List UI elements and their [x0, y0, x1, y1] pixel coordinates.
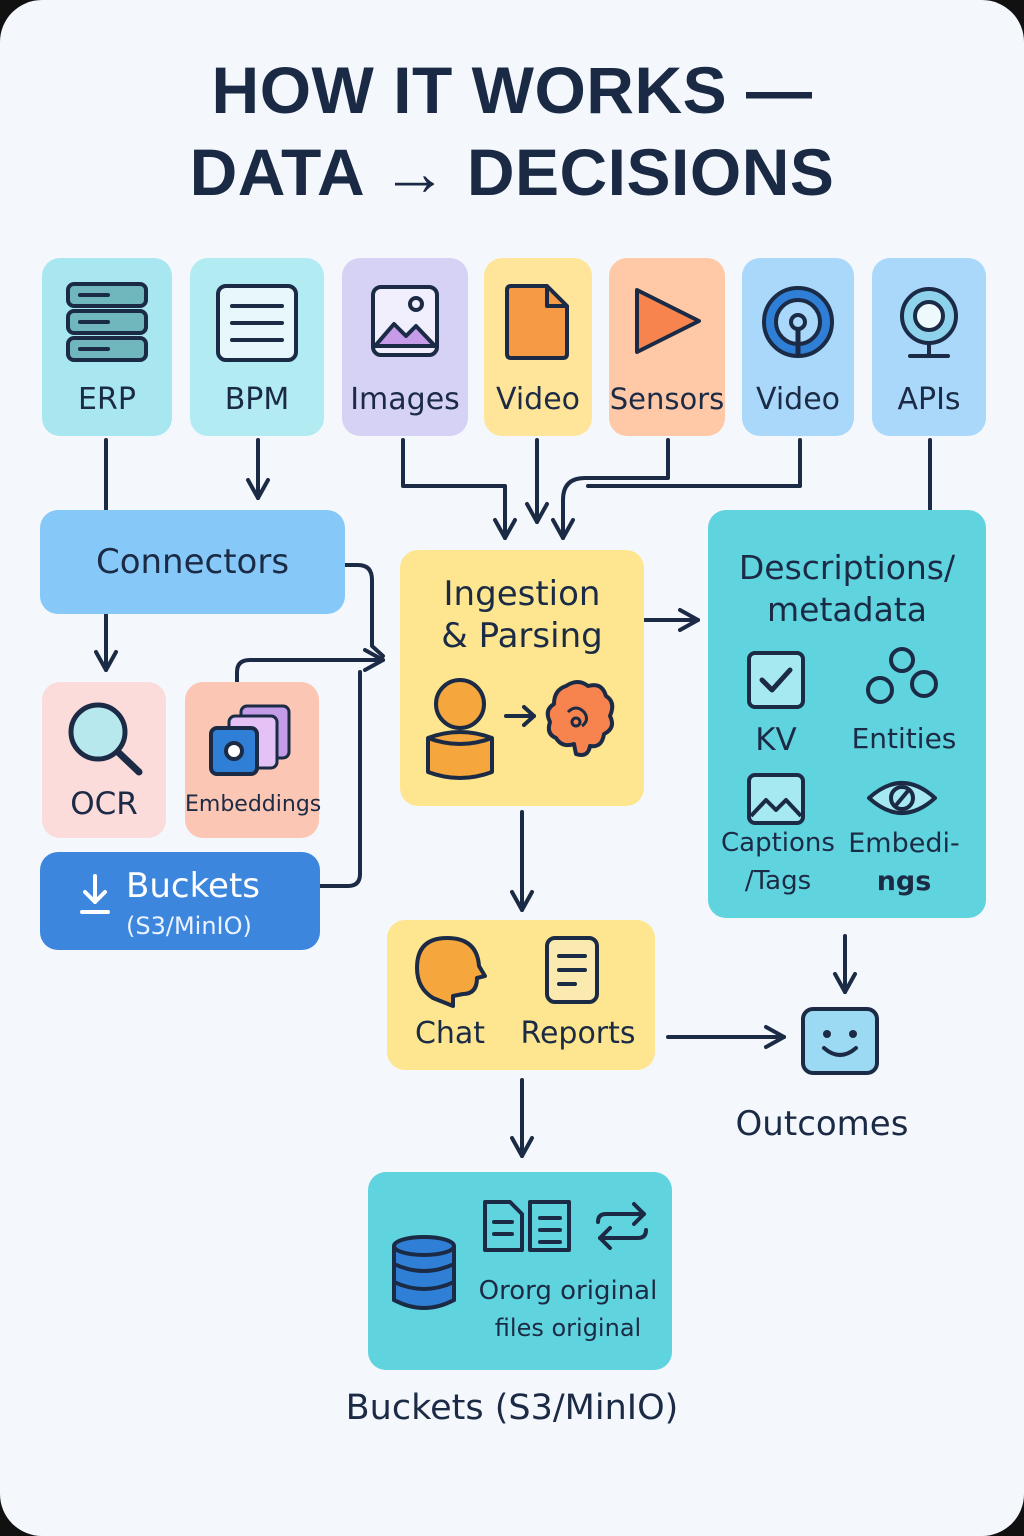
eye-icon: [867, 781, 937, 815]
storage-line-2: files original: [494, 1314, 642, 1342]
metadata-captions-line-1: Captions: [721, 828, 835, 858]
arrow-images-ingestion: [401, 438, 517, 540]
title-line-1: HOW IT WORKS —: [211, 53, 813, 127]
source-label: Video: [495, 382, 581, 417]
source-images[interactable]: Images: [342, 258, 468, 436]
ocr-box[interactable]: OCR: [42, 682, 166, 838]
brain-icon: [545, 680, 615, 757]
source-label: Images: [350, 382, 460, 417]
chat-label: Chat: [414, 1016, 486, 1051]
buckets-left-title: Buckets: [126, 866, 261, 906]
ingestion-line-2: & Parsing: [441, 616, 603, 656]
source-video[interactable]: Video: [484, 258, 592, 436]
metadata-captions-line-2: /Tags: [744, 866, 812, 896]
metadata-embeddings-line-2: ngs: [876, 866, 932, 897]
source-label: APIs: [897, 382, 961, 417]
checkbox-icon: [747, 651, 805, 709]
storage-box[interactable]: Ororg original files original: [368, 1172, 672, 1370]
source-bpm[interactable]: BPM: [190, 258, 324, 436]
arrow-buckets-ingestion: [318, 670, 362, 888]
target-icon: [762, 286, 834, 358]
metadata-embeddings-line-1: Embedi-: [848, 828, 960, 859]
embeddings-label: Embeddings: [185, 792, 322, 817]
connectors-box[interactable]: Connectors: [40, 510, 345, 614]
webcam-icon: [900, 287, 958, 358]
source-label: ERP: [78, 382, 136, 417]
chat-head-icon: [415, 936, 487, 1008]
image-icon: [371, 285, 439, 357]
ocr-label: OCR: [70, 786, 138, 822]
arrow-video2-ingestion: [586, 438, 802, 488]
source-label: Sensors: [609, 382, 725, 416]
source-label: Video: [755, 382, 841, 417]
arrow-right-icon: [504, 705, 536, 727]
report-icon: [545, 936, 599, 1004]
embeddings-box[interactable]: Embeddings: [185, 682, 322, 838]
metadata-kv-label: KV: [755, 722, 797, 758]
storage-line-1: Ororg original: [478, 1276, 658, 1306]
ingestion-line-1: Ingestion: [443, 574, 601, 614]
source-video-2[interactable]: Video: [742, 258, 854, 436]
image-frame-icon: [747, 773, 805, 825]
buckets-bottom-label: Buckets (S3/MinIO): [345, 1388, 679, 1428]
document-list-icon: [216, 284, 298, 362]
outputs-box[interactable]: Chat Reports: [387, 920, 655, 1070]
user-database-icon: [426, 678, 494, 780]
source-apis[interactable]: APIs: [872, 258, 986, 436]
metadata-line-2: metadata: [767, 590, 927, 629]
sync-arrows-icon: [596, 1202, 648, 1250]
buckets-left-box[interactable]: Buckets (S3/MinIO): [40, 852, 320, 950]
buckets-left-subtitle: (S3/MinIO): [126, 912, 252, 940]
metadata-entities-label: Entities: [851, 722, 957, 755]
metadata-box[interactable]: Descriptions/ metadata KV Entities Capti…: [708, 510, 986, 918]
magnifier-icon: [68, 702, 143, 776]
metadata-line-1: Descriptions/: [738, 548, 956, 587]
title-line-2: DATA → DECISIONS: [189, 135, 835, 209]
files-icon: [483, 1200, 571, 1252]
server-rack-icon: [66, 282, 148, 362]
download-icon: [80, 874, 110, 914]
source-sensors[interactable]: Sensors: [609, 258, 725, 436]
smiley-robot-icon: [801, 1007, 879, 1075]
source-label: BPM: [224, 382, 290, 417]
database-icon: [392, 1235, 456, 1310]
arrow-sensors-ingestion: [551, 438, 670, 540]
outcomes-label: Outcomes: [735, 1104, 909, 1144]
connectors-label: Connectors: [95, 542, 290, 582]
file-icon: [505, 284, 569, 360]
play-icon: [635, 288, 701, 354]
reports-label: Reports: [520, 1016, 636, 1051]
source-erp[interactable]: ERP: [42, 258, 172, 436]
arrow-embeddings-ingestion: [235, 648, 385, 687]
ingestion-box[interactable]: Ingestion & Parsing: [400, 550, 644, 806]
entities-icon: [866, 647, 938, 704]
layers-icon: [209, 704, 291, 776]
arrow-connectors-ingestion: [343, 563, 385, 658]
